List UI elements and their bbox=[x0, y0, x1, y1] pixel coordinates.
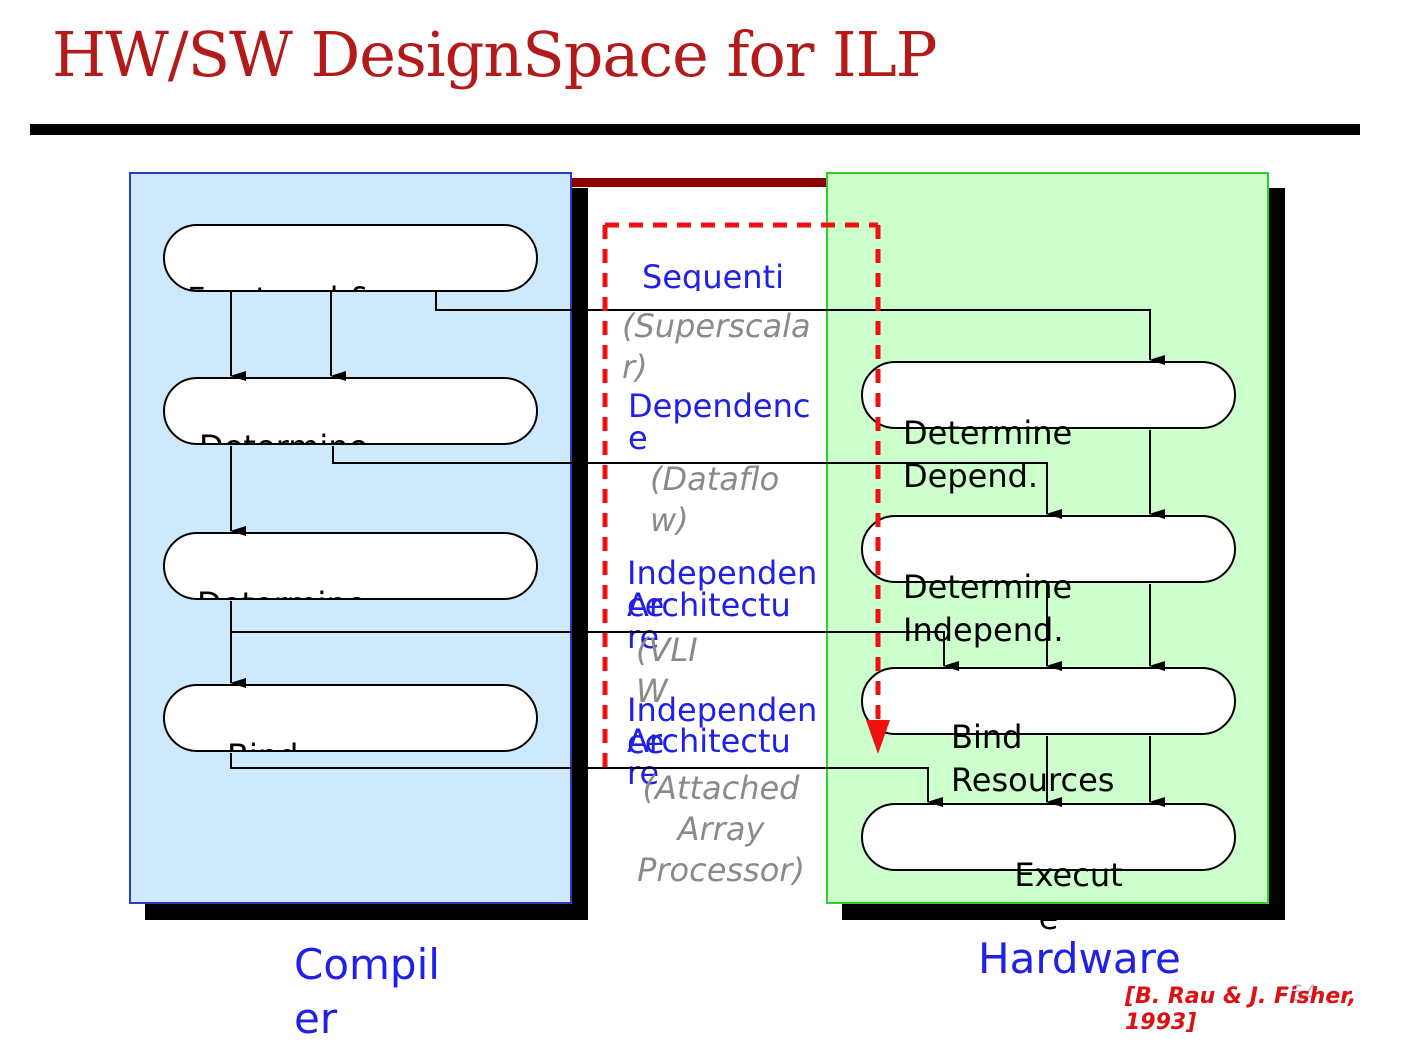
compiler-node-label: Bind Resources bbox=[227, 737, 390, 750]
hardware-node-determine-independ: Determine Independ. bbox=[861, 515, 1236, 649]
arch-dataflow-note: (Dataflo w) bbox=[650, 460, 780, 539]
dashed-region bbox=[602, 222, 881, 770]
hardware-node-bind-resources: Bind Resources bbox=[861, 667, 1236, 799]
arch-architecture-label: Architectu re bbox=[627, 586, 791, 656]
compiler-node-front-end: Front end & Optimizer bbox=[163, 224, 538, 292]
red-arrow-head bbox=[866, 720, 890, 754]
hardware-node-label: Execut e bbox=[1014, 856, 1123, 937]
arch-superscalar-note: (Superscala r) bbox=[622, 307, 811, 386]
compiler-node-label: Determine Independ. bbox=[197, 585, 366, 598]
hardware-node-label: Determine Independ. bbox=[903, 568, 1073, 649]
arch-architecture-label-2: Architectu re bbox=[627, 722, 791, 792]
arch-independence-label-2: Independen ce bbox=[627, 691, 818, 761]
page-number: 64 bbox=[1290, 982, 1318, 1007]
connector-bar bbox=[572, 178, 828, 187]
hardware-node-determine-depend: Determine Depend. bbox=[861, 361, 1236, 495]
compiler-node-label: Determine Depend. bbox=[199, 428, 368, 443]
compiler-caption: Compil er bbox=[294, 940, 440, 1043]
compiler-node-bind-resources: Bind Resources bbox=[163, 684, 538, 752]
compiler-node-determine-independ: Determine Independ. bbox=[163, 532, 538, 600]
arch-sequential-label: Sequenti bbox=[642, 261, 784, 291]
arch-attached-array-note: (Attached Array Processor) bbox=[637, 769, 805, 889]
arch-vliw-note: (VLI W bbox=[636, 631, 698, 710]
hardware-caption: Hardware bbox=[978, 934, 1181, 983]
slide-title: HW/SW DesignSpace for ILP bbox=[52, 18, 938, 91]
hardware-node-execute: Execut e bbox=[861, 803, 1236, 937]
arch-dependence-label: Dependenc e bbox=[628, 387, 811, 457]
title-rule bbox=[30, 124, 1360, 135]
citation: [B. Rau & J. Fisher, 1993] bbox=[1125, 984, 1357, 1035]
hardware-node-label: Bind Resources bbox=[951, 718, 1115, 799]
compiler-node-label: Front end & Optimizer bbox=[187, 280, 374, 290]
arch-independence-label: Independen ce bbox=[627, 554, 818, 624]
compiler-node-determine-depend: Determine Depend. bbox=[163, 377, 538, 445]
